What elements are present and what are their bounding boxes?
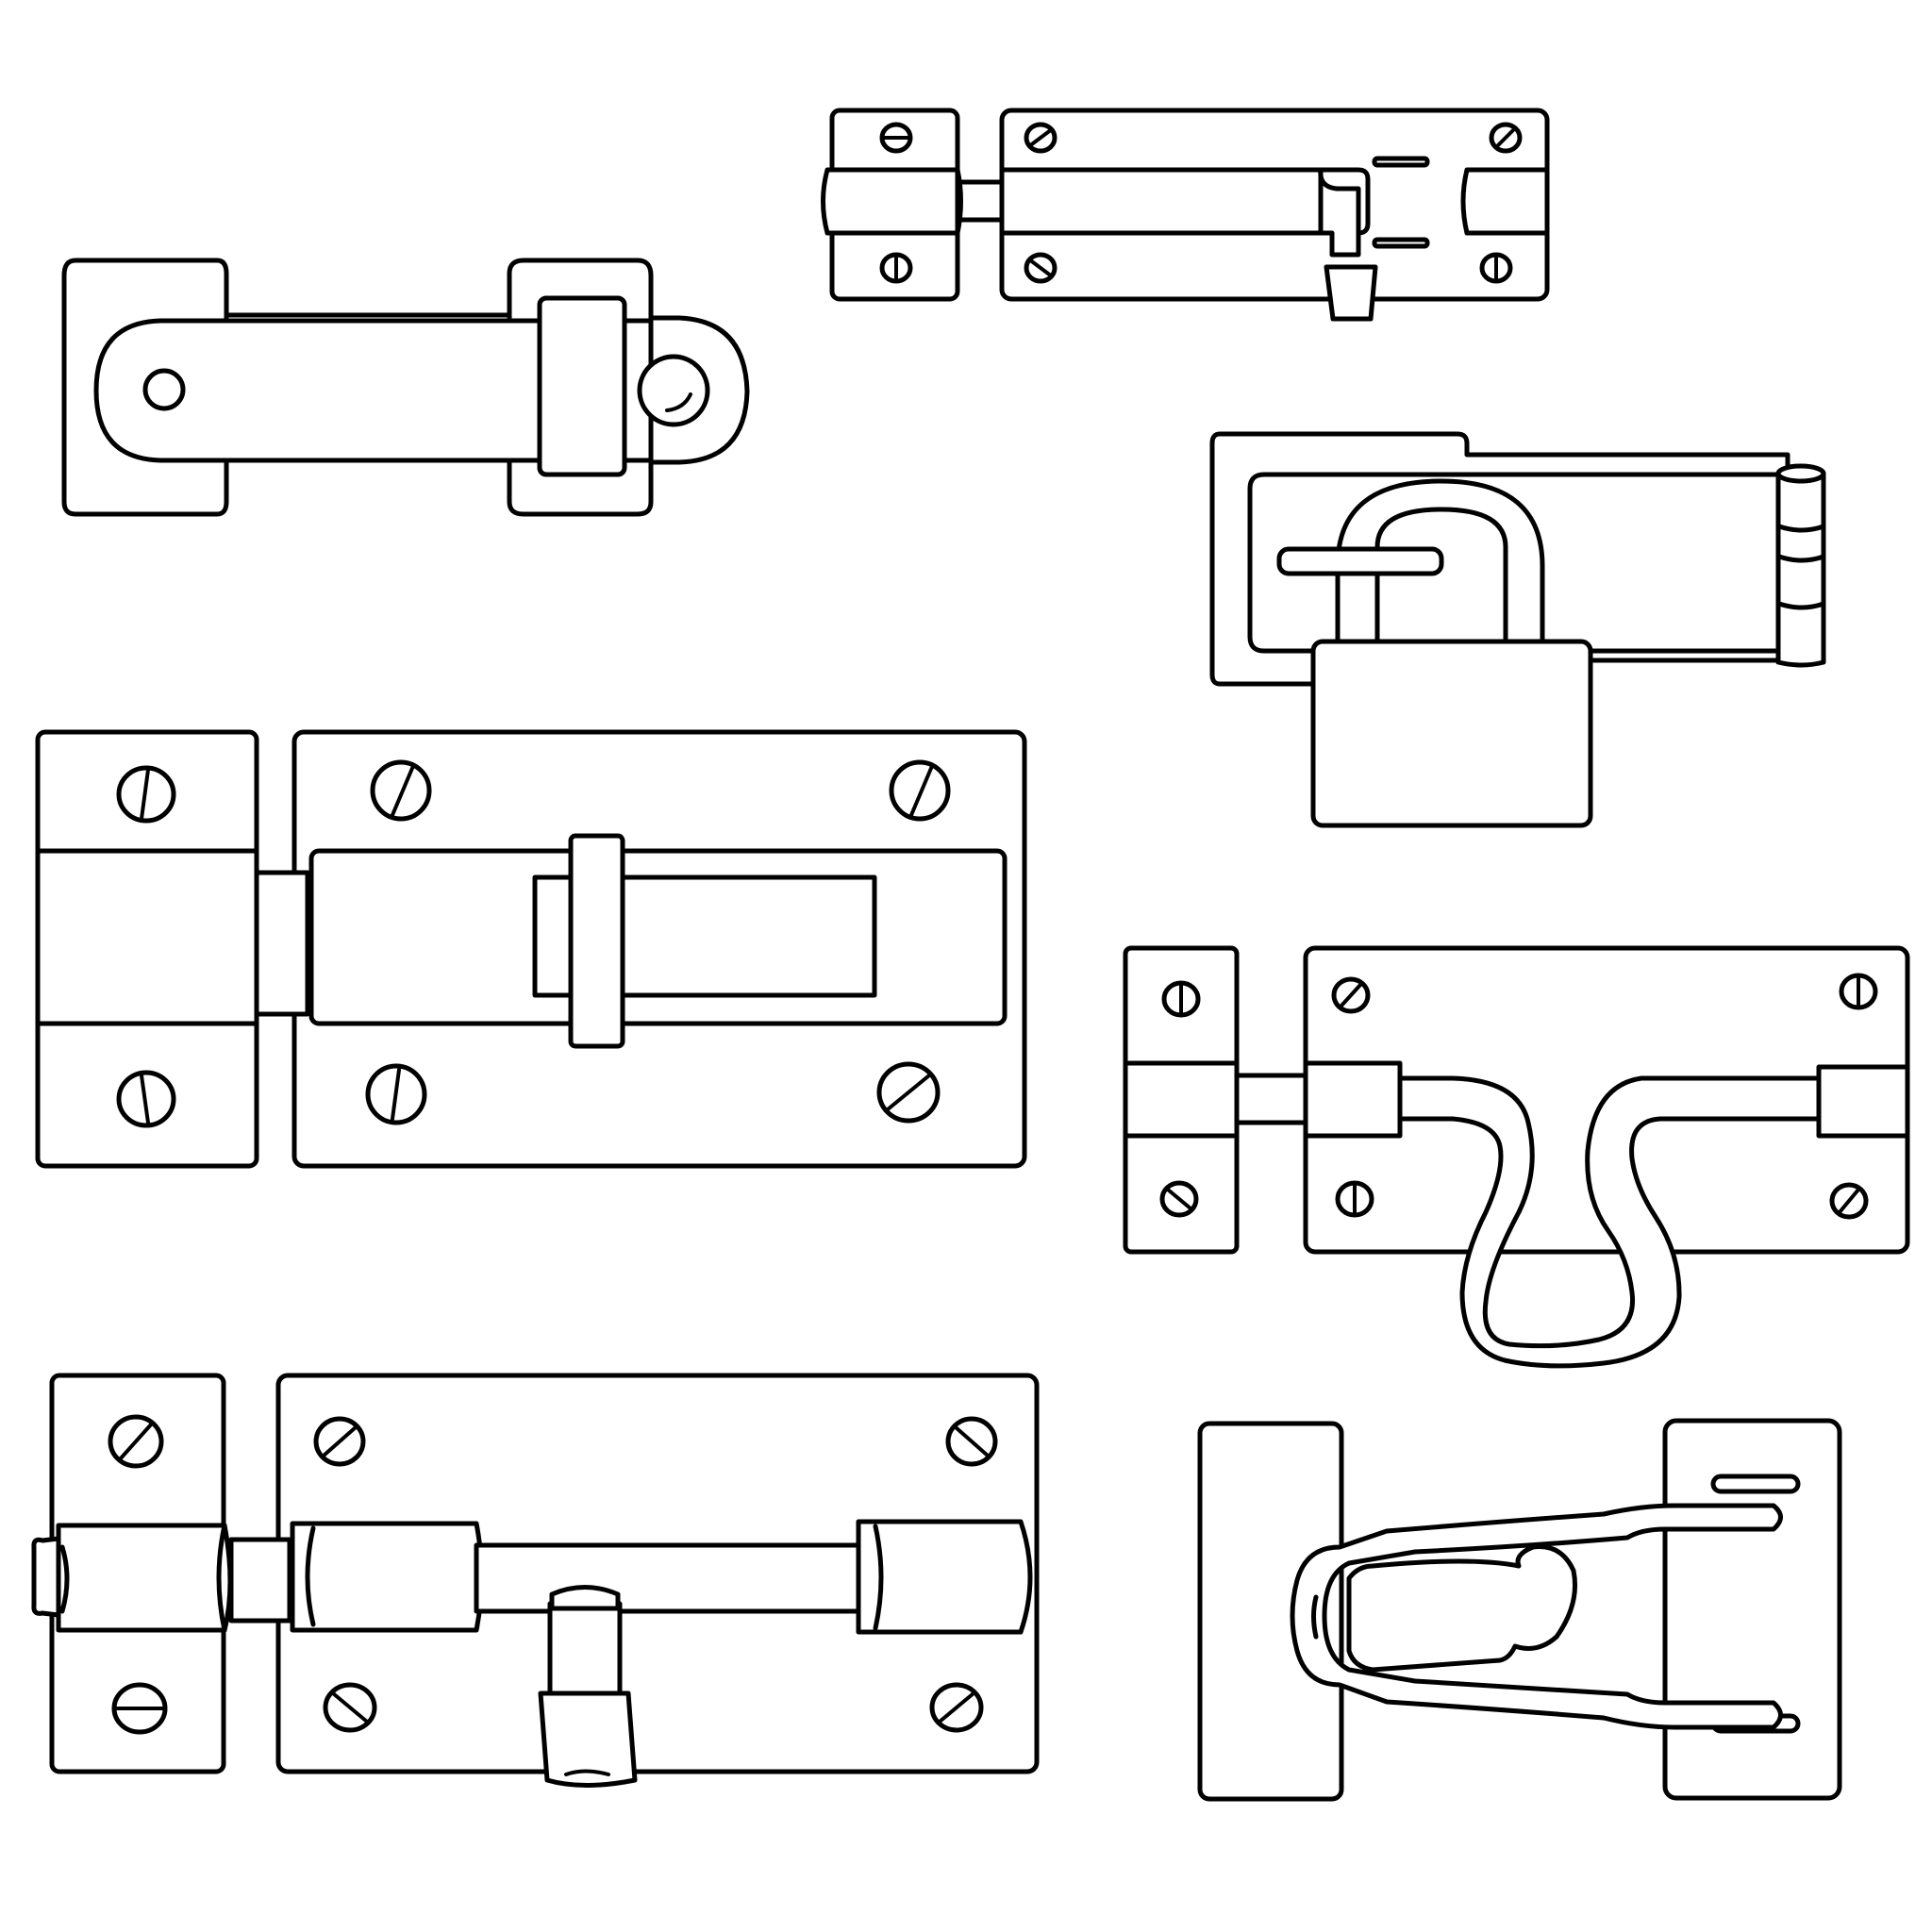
flat-slide-bolt-illustration <box>35 729 1027 1169</box>
gate-latch-illustration <box>1123 945 1910 1369</box>
door-guard-illustration <box>1197 1418 1842 1802</box>
latch-strap-illustration <box>61 258 750 517</box>
barrel-bolt-illustration <box>31 1373 1040 1788</box>
hasp-padlock-illustration <box>1209 431 1826 828</box>
slide-bolt-small-illustration <box>821 108 1550 322</box>
